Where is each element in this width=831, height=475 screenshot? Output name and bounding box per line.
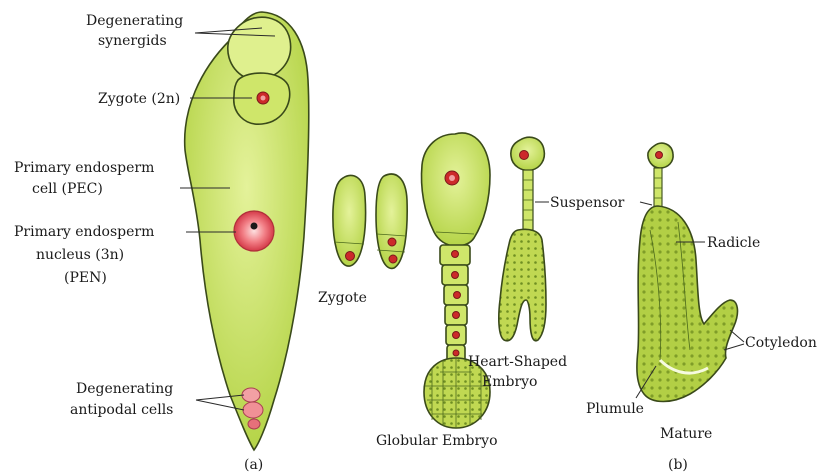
label-antipodal: Degenerating antipodal cells [70, 381, 244, 418]
synergids [228, 17, 291, 80]
svg-text:(PEN): (PEN) [64, 270, 107, 286]
svg-text:cell (PEC): cell (PEC) [32, 181, 103, 197]
label-suspensor: Suspensor [535, 195, 652, 211]
svg-text:Suspensor: Suspensor [550, 195, 625, 211]
panel-a-label: (a) [244, 457, 263, 473]
svg-text:Degenerating: Degenerating [76, 381, 173, 397]
svg-text:Plumule: Plumule [586, 401, 644, 417]
zygote-stage-2 [376, 174, 407, 268]
svg-text:Primary endosperm: Primary endosperm [14, 224, 154, 240]
embryo-sac [185, 12, 309, 450]
mature-embryo [637, 143, 738, 401]
heart-shaped-embryo [499, 137, 546, 341]
synergids-label-line2: synergids [98, 33, 167, 49]
panel-b-label: (b) [668, 457, 688, 473]
globular-embryo [422, 133, 491, 428]
globular-label: Globular Embryo [376, 433, 498, 449]
svg-text:Primary endosperm: Primary endosperm [14, 160, 154, 176]
svg-text:nucleus (3n): nucleus (3n) [36, 247, 124, 263]
svg-text:Radicle: Radicle [707, 235, 760, 251]
mature-label: Mature [660, 426, 712, 442]
svg-text:Heart-Shaped: Heart-Shaped [468, 354, 567, 370]
synergids-label-line1: Degenerating [86, 13, 183, 29]
zygote-label: Zygote [318, 290, 367, 306]
primary-endosperm-nucleus [234, 211, 274, 251]
svg-text:Embryo: Embryo [482, 374, 538, 390]
svg-text:antipodal cells: antipodal cells [70, 402, 173, 418]
label-cotyledon: Cotyledon [724, 330, 817, 351]
svg-text:Cotyledon: Cotyledon [745, 335, 817, 351]
zygote-stage-1 [333, 175, 366, 266]
svg-text:Zygote (2n): Zygote (2n) [98, 91, 180, 107]
